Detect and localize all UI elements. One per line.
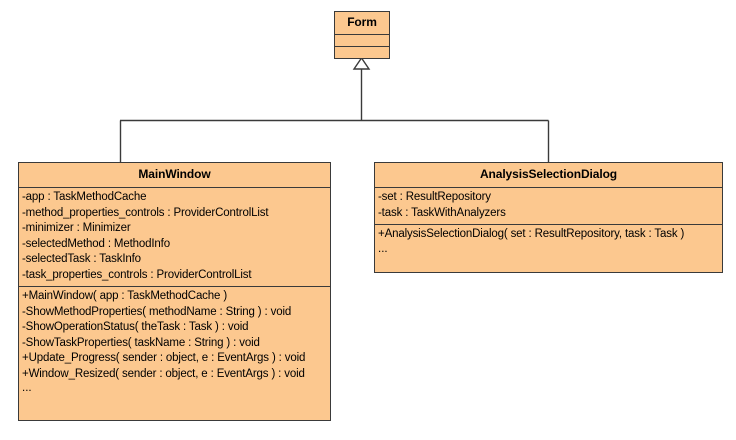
class-box-form[interactable]: Form	[334, 11, 390, 59]
attribute-row: -selectedMethod : MethodInfo	[22, 237, 170, 250]
class-attributes-mainwindow: -app : TaskMethodCache -method_propertie…	[19, 188, 330, 287]
attribute-row: -task_properties_controls : ProviderCont…	[22, 268, 252, 281]
operation-row: +AnalysisSelectionDialog( set : ResultRe…	[378, 228, 685, 240]
attribute-row: -task : TaskWithAnalyzers	[378, 206, 506, 219]
attribute-row: -minimizer : Minimizer	[22, 222, 131, 234]
attribute-row: -app : TaskMethodCache	[22, 191, 147, 203]
class-box-mainwindow[interactable]: MainWindow -app : TaskMethodCache -metho…	[18, 162, 331, 421]
class-name-analysisselectiondialog: AnalysisSelectionDialog	[375, 163, 722, 188]
operations-overflow-ellipsis: ...	[378, 242, 388, 255]
class-attributes-analysisselectiondialog: -set : ResultRepository -task : TaskWith…	[375, 188, 722, 225]
attribute-row: -method_properties_controls : ProviderCo…	[22, 206, 269, 219]
operations-overflow-ellipsis: ...	[22, 382, 32, 394]
operation-row: -ShowMethodProperties( methodName : Stri…	[22, 305, 292, 318]
class-name-form: Form	[335, 12, 389, 35]
attribute-row: -selectedTask : TaskInfo	[22, 253, 141, 265]
class-name-mainwindow: MainWindow	[19, 163, 330, 188]
class-operations-form	[335, 47, 389, 58]
operation-row: +MainWindow( app : TaskMethodCache )	[22, 290, 228, 302]
class-attributes-form	[335, 35, 389, 47]
operation-row: +Window_Resized( sender : object, e : Ev…	[22, 367, 305, 380]
class-operations-mainwindow: +MainWindow( app : TaskMethodCache ) -Sh…	[19, 287, 330, 398]
class-operations-analysisselectiondialog: +AnalysisSelectionDialog( set : ResultRe…	[375, 225, 722, 259]
operation-row: -ShowTaskProperties( taskName : String )…	[22, 336, 260, 349]
operation-row: -ShowOperationStatus( theTask : Task ) :…	[22, 321, 249, 333]
attribute-row: -set : ResultRepository	[378, 191, 491, 203]
generalization-triangle-icon	[352, 56, 371, 70]
operation-row: +Update_Progress( sender : object, e : E…	[22, 352, 306, 364]
class-box-analysisselectiondialog[interactable]: AnalysisSelectionDialog -set : ResultRep…	[374, 162, 723, 273]
